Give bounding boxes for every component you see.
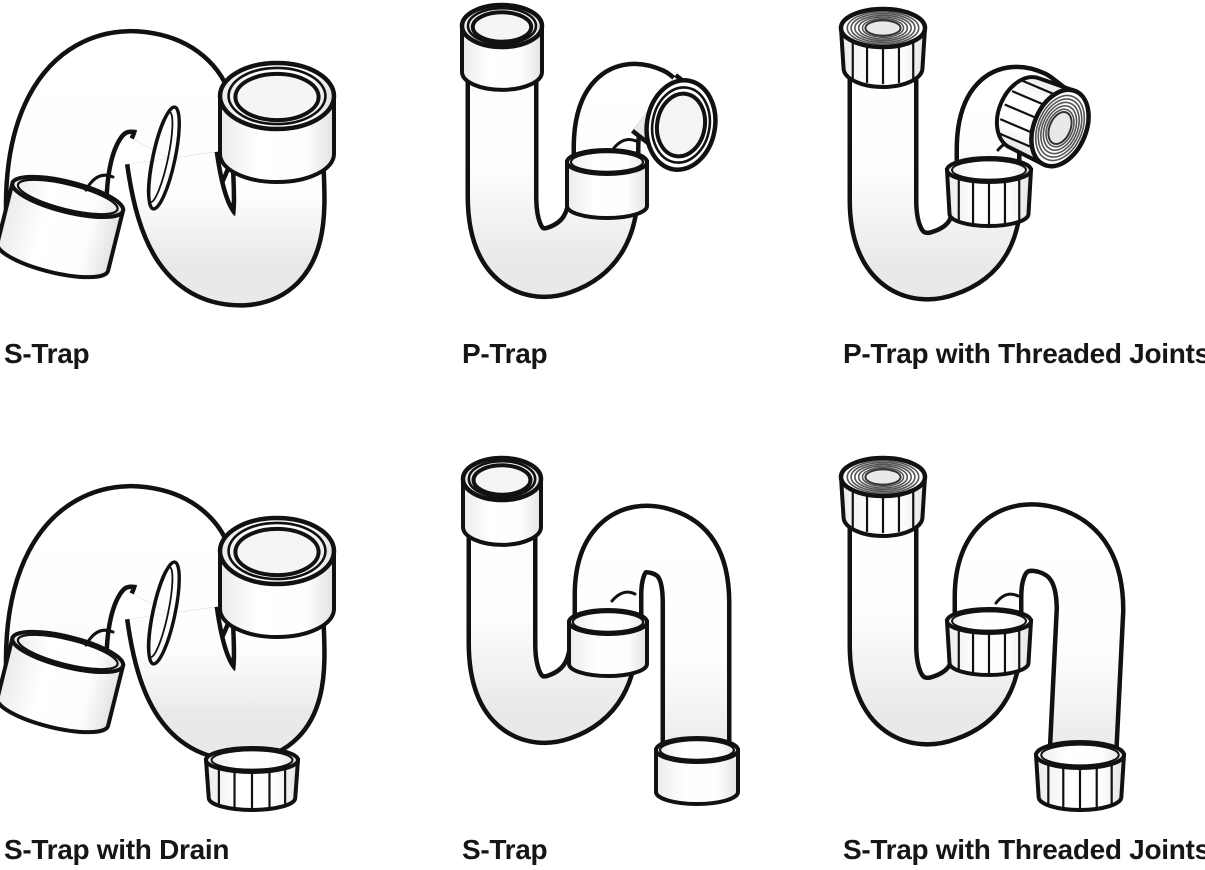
figure-caption: S-Trap — [4, 338, 90, 369]
figure-p-trap-threaded — [830, 0, 1205, 330]
figure-s-trap-isometric — [0, 0, 430, 335]
figure-caption: S-Trap with Drain — [4, 834, 230, 865]
s-trap-profile-illustration — [460, 455, 740, 806]
figure-caption: P-Trap with Threaded Joints — [843, 338, 1205, 369]
s-trap-drain-illustration — [0, 484, 337, 812]
figure-caption: S-Trap with Threaded Joints — [843, 834, 1205, 865]
figure-caption: S-Trap — [462, 834, 548, 865]
p-trap-illustration — [459, 2, 718, 299]
figure-s-trap-profile — [440, 445, 800, 830]
figure-caption: P-Trap — [462, 338, 548, 369]
s-trap-isometric-illustration — [0, 29, 337, 308]
s-trap-threaded-illustration — [838, 455, 1127, 812]
p-trap-threaded-illustration — [838, 6, 1091, 302]
figure-p-trap — [440, 0, 800, 330]
figure-s-trap-threaded — [830, 445, 1205, 830]
figure-s-trap-drain — [0, 455, 430, 830]
